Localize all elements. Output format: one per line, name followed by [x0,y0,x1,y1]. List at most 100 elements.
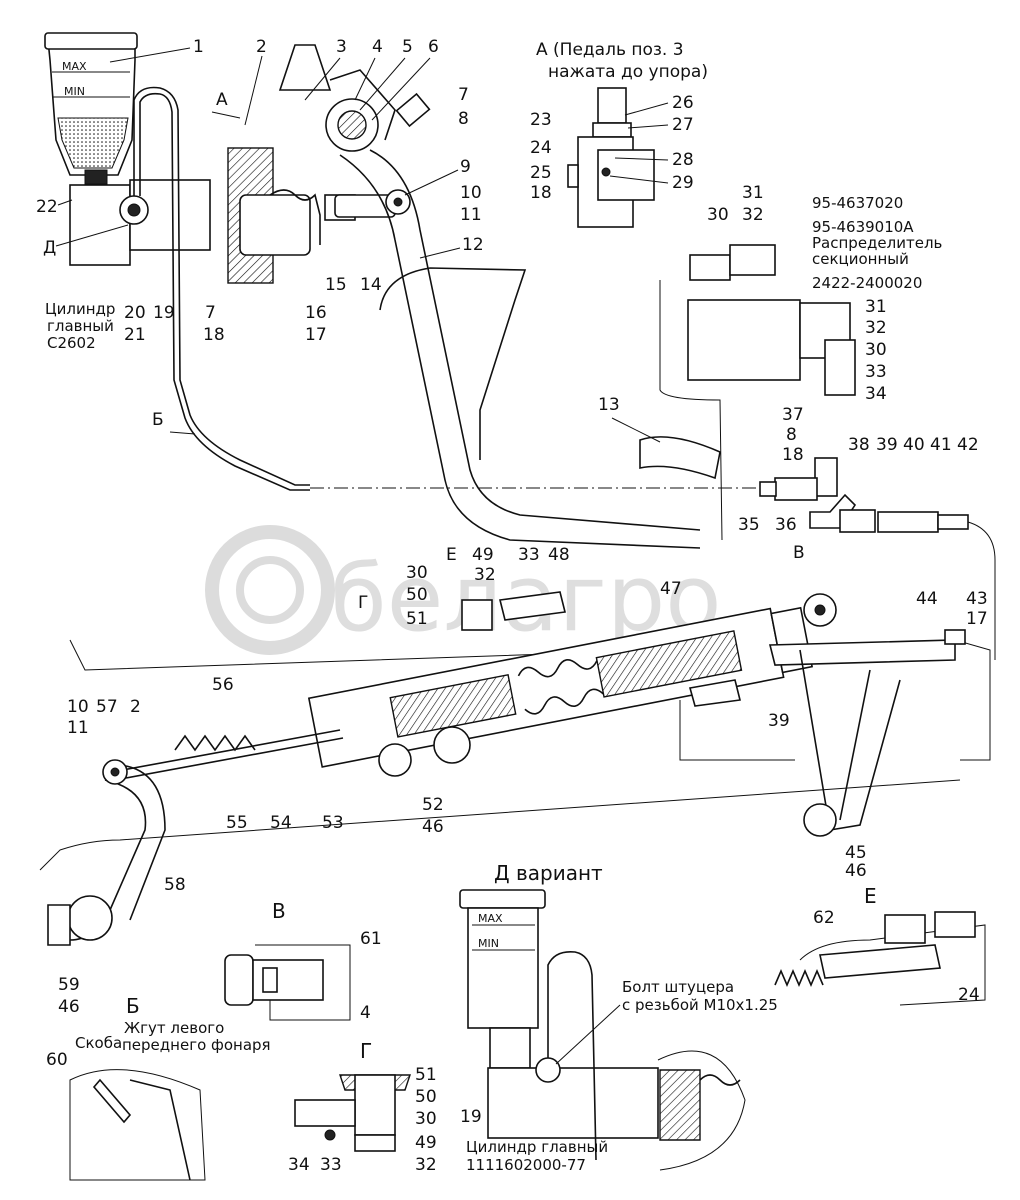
label-d30b: 30 [865,340,887,360]
label-g33: 33 [320,1155,342,1175]
bolt-caption-1: Болт штуцера [622,978,734,996]
distributor-caption-2: секционный [812,250,909,268]
label-h18: 18 [782,445,804,465]
label-a28: 28 [672,150,694,170]
view-v-marker: В [793,543,805,563]
label-1: 1 [193,37,204,57]
label-g32: 32 [415,1155,437,1175]
view-v-title: В [272,899,286,923]
label-7b: 7 [205,303,216,323]
label-h42: 42 [957,435,979,455]
label-d31b: 31 [865,297,887,317]
label-m57: 57 [96,697,118,717]
label-m17: 17 [966,609,988,629]
label-8: 8 [458,109,469,129]
view-b: Б Жгут левого переднего фонаря Скоба 60 [46,994,271,1181]
cylinder-main-caption-2: главный [47,317,114,335]
label-a26: 26 [672,93,694,113]
label-m46b: 46 [845,861,867,881]
label-v61: 61 [360,929,382,949]
label-m51: 51 [406,609,428,629]
view-e-title: Е [864,884,877,908]
view-b-title: Б [126,994,140,1018]
label-g34: 34 [288,1155,310,1175]
label-18b: 18 [203,325,225,345]
label-m55: 55 [226,813,248,833]
label-7: 7 [458,85,469,105]
label-m39: 39 [768,711,790,731]
label-d32: 32 [742,205,764,225]
label-14: 14 [360,275,382,295]
distributor-detail: 31 32 30 95-4637020 95-4639010А Распреде… [687,183,942,404]
view-a-title: А (Педаль поз. 3 [536,40,684,60]
label-m49: 49 [472,545,494,565]
variant-reservoir-min: MIN [478,937,499,950]
label-m45: 45 [845,843,867,863]
label-v4: 4 [360,1003,371,1023]
label-g50: 50 [415,1087,437,1107]
label-21: 21 [124,325,146,345]
label-20: 20 [124,303,146,323]
label-m33: 33 [518,545,540,565]
label-m52: 52 [422,795,444,815]
label-m11: 11 [67,718,89,738]
label-m59: 59 [58,975,80,995]
label-h41: 41 [930,435,952,455]
label-19: 19 [153,303,175,323]
label-b60: 60 [46,1050,68,1070]
label-m46: 46 [422,817,444,837]
distributor-code-1: 95-4637020 [812,194,903,212]
slave-cylinder-assembly [39,591,991,946]
label-h39: 39 [876,435,898,455]
label-9: 9 [460,157,471,177]
label-a18: 18 [530,183,552,203]
cylinder-main-caption-1: Цилиндр [45,300,115,318]
top-labels: 1 2 3 4 5 6 7 8 А 9 10 11 12 22 Д Цилинд… [36,37,661,443]
view-a: А (Педаль поз. 3 нажата до упора) 23 24 … [530,40,708,228]
label-d34: 34 [865,384,887,404]
label-m43: 43 [966,589,988,609]
bolt-caption-2: с резьбой М10х1.25 [622,996,778,1014]
label-d33: 33 [865,362,887,382]
view-g-marker: Г [358,593,368,613]
view-a-marker: А [216,90,228,110]
reservoir-max-label: MAX [62,60,87,73]
label-a23: 23 [530,110,552,130]
label-h36: 36 [775,515,797,535]
label-a24: 24 [530,138,552,158]
label-dv19: 19 [460,1107,482,1127]
label-m48: 48 [548,545,570,565]
label-16: 16 [305,303,327,323]
label-h38: 38 [848,435,870,455]
harness-caption-2: переднего фонаря [122,1036,271,1054]
label-g51: 51 [415,1065,437,1085]
code-2422: 2422-2400020 [812,274,922,292]
label-10: 10 [460,183,482,203]
label-15: 15 [325,275,347,295]
label-2: 2 [256,37,267,57]
view-g-title: Г [360,1039,372,1063]
label-m32: 32 [474,565,496,585]
label-m53: 53 [322,813,344,833]
label-17: 17 [305,325,327,345]
cylinder-main-variant-caption-2: 1111602000-77 [466,1156,586,1174]
harness-caption-1: Жгут левого [124,1019,224,1037]
view-d-marker: Д [43,238,56,258]
label-d30: 30 [707,205,729,225]
label-5: 5 [402,37,413,57]
label-4: 4 [372,37,383,57]
view-g: Г 51 50 30 49 32 34 33 [288,1039,437,1175]
label-m30: 30 [406,563,428,583]
hose-fittings: 37 8 18 38 39 40 41 42 35 36 [310,405,996,660]
label-11: 11 [460,205,482,225]
bracket-caption: Скоба [75,1034,122,1052]
view-d-variant: Д вариант MAX MIN Болт штуцера с резьбой… [459,861,778,1174]
view-e: Е 62 24 [774,884,986,1006]
label-m44: 44 [916,589,938,609]
label-m2: 2 [130,697,141,717]
label-e62: 62 [813,908,835,928]
label-m10: 10 [67,697,89,717]
label-m58: 58 [164,875,186,895]
label-m56: 56 [212,675,234,695]
